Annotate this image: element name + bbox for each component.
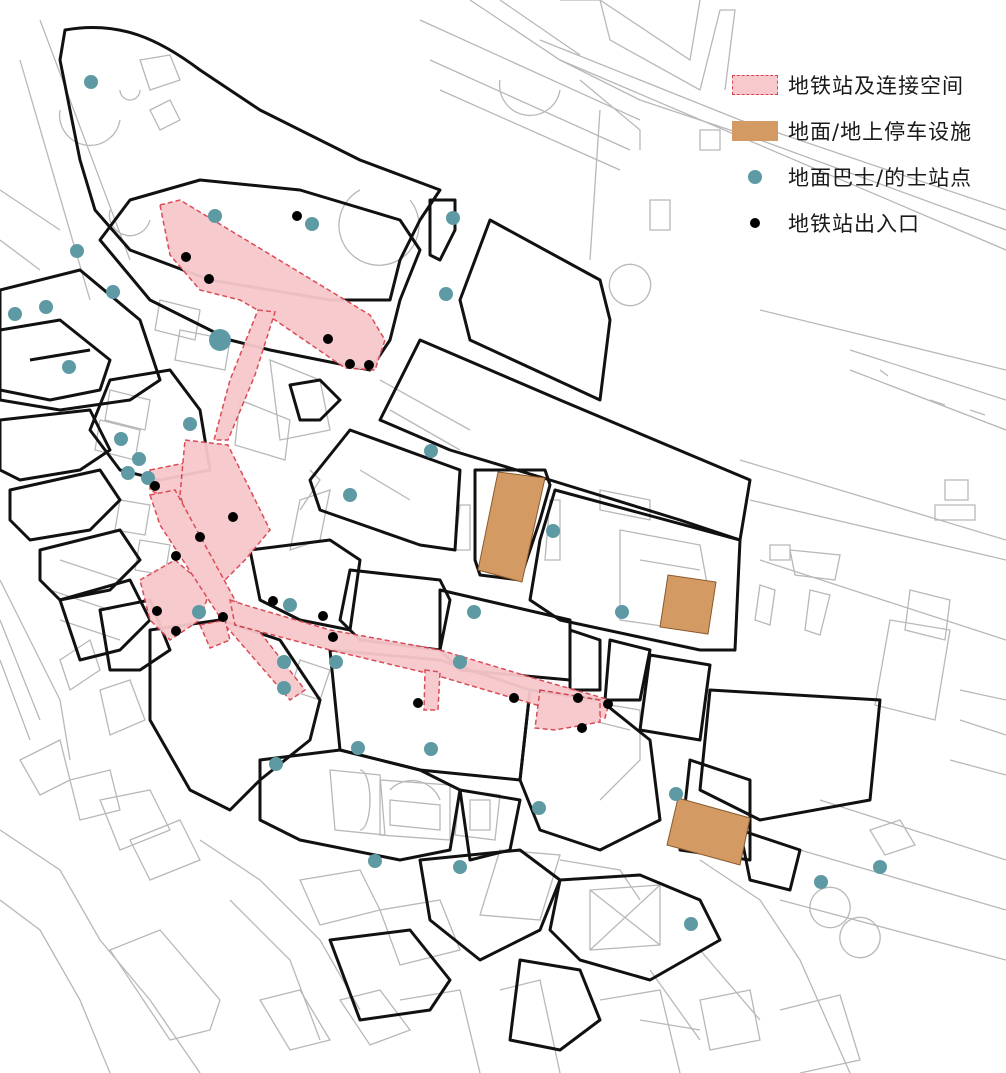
metro-exit <box>328 632 338 642</box>
bus-stop <box>467 605 481 619</box>
parking-lot-1 <box>477 471 546 583</box>
metro-exit <box>323 334 333 344</box>
metro-corridor-north <box>213 309 276 441</box>
bus-stop <box>368 854 382 868</box>
legend-item-metro: 地铁站及连接空间 <box>732 62 1004 108</box>
bus-stop <box>8 307 22 321</box>
bus-stop <box>424 742 438 756</box>
legend-label-exit: 地铁站出入口 <box>788 212 920 236</box>
bus-stop <box>439 287 453 301</box>
bus-stop <box>62 360 76 374</box>
metro-connection-spaces <box>139 199 611 731</box>
bus-stop <box>114 432 128 446</box>
bus-stop <box>453 655 467 669</box>
metro-exit <box>577 723 587 733</box>
bus-stop <box>669 787 683 801</box>
parking-lot-2 <box>659 574 717 635</box>
metro-exit <box>292 211 302 221</box>
bus-stop <box>70 244 84 258</box>
bus-stop <box>684 917 698 931</box>
metro-exit <box>603 699 613 709</box>
bus-stop <box>329 655 343 669</box>
bus-stop <box>277 681 291 695</box>
legend: 地铁站及连接空间 地面/地上停车设施 地面巴士/的士站点 地铁站出入口 <box>732 62 1004 246</box>
metro-exit-swatch <box>750 218 760 228</box>
legend-item-bus: 地面巴士/的士站点 <box>732 154 1004 200</box>
parking-lot-3 <box>666 797 751 866</box>
bus-stop <box>269 757 283 771</box>
bus-stop <box>208 209 222 223</box>
legend-label-bus: 地面巴士/的士站点 <box>788 166 973 190</box>
legend-item-exit: 地铁站出入口 <box>732 200 1004 246</box>
metro-exit <box>171 551 181 561</box>
bus-stop <box>209 329 231 351</box>
bus-stop <box>873 860 887 874</box>
bus-stop-swatch <box>748 170 762 184</box>
legend-label-metro: 地铁站及连接空间 <box>788 74 964 98</box>
bus-stop <box>424 444 438 458</box>
bus-stop <box>814 875 828 889</box>
bus-stop <box>546 524 560 538</box>
bus-stop <box>84 75 98 89</box>
metro-exit <box>204 274 214 284</box>
parking-swatch <box>732 121 778 141</box>
metro-exit <box>345 359 355 369</box>
bus-stop <box>132 452 146 466</box>
bus-stop <box>283 598 297 612</box>
metro-exit <box>181 252 191 262</box>
bus-stop <box>343 488 357 502</box>
metro-exit <box>152 606 162 616</box>
legend-item-parking: 地面/地上停车设施 <box>732 108 1004 154</box>
metro-exit <box>195 532 205 542</box>
bus-stop <box>615 605 629 619</box>
bus-stop <box>192 605 206 619</box>
metro-exit <box>509 693 519 703</box>
metro-exit <box>413 698 423 708</box>
metro-exit <box>573 693 583 703</box>
bus-stop <box>121 466 135 480</box>
metro-corridor-diagonal <box>149 489 307 701</box>
bus-stop <box>532 801 546 815</box>
metro-exit <box>364 360 374 370</box>
bus-stop <box>141 471 155 485</box>
metro-exit <box>228 512 238 522</box>
bus-stop <box>106 285 120 299</box>
bus-stop <box>446 211 460 225</box>
metro-exit <box>218 612 228 622</box>
metro-exits <box>150 211 613 733</box>
metro-exit <box>268 596 278 606</box>
parking-facilities <box>477 471 751 866</box>
bus-stop <box>453 860 467 874</box>
bus-stop <box>183 417 197 431</box>
metro-branch-south <box>423 669 441 711</box>
metro-area-north <box>159 199 386 371</box>
legend-label-parking: 地面/地上停车设施 <box>788 120 973 144</box>
metro-exit <box>318 611 328 621</box>
bus-taxi-stops <box>8 75 887 931</box>
bus-stop <box>351 741 365 755</box>
metro-corridor-east <box>229 598 611 719</box>
metro-area-small <box>198 619 231 649</box>
bus-stop <box>305 217 319 231</box>
metro-swatch <box>732 75 778 95</box>
metro-exit <box>150 481 160 491</box>
bus-stop <box>39 300 53 314</box>
metro-exit <box>171 626 181 636</box>
bus-stop <box>277 655 291 669</box>
